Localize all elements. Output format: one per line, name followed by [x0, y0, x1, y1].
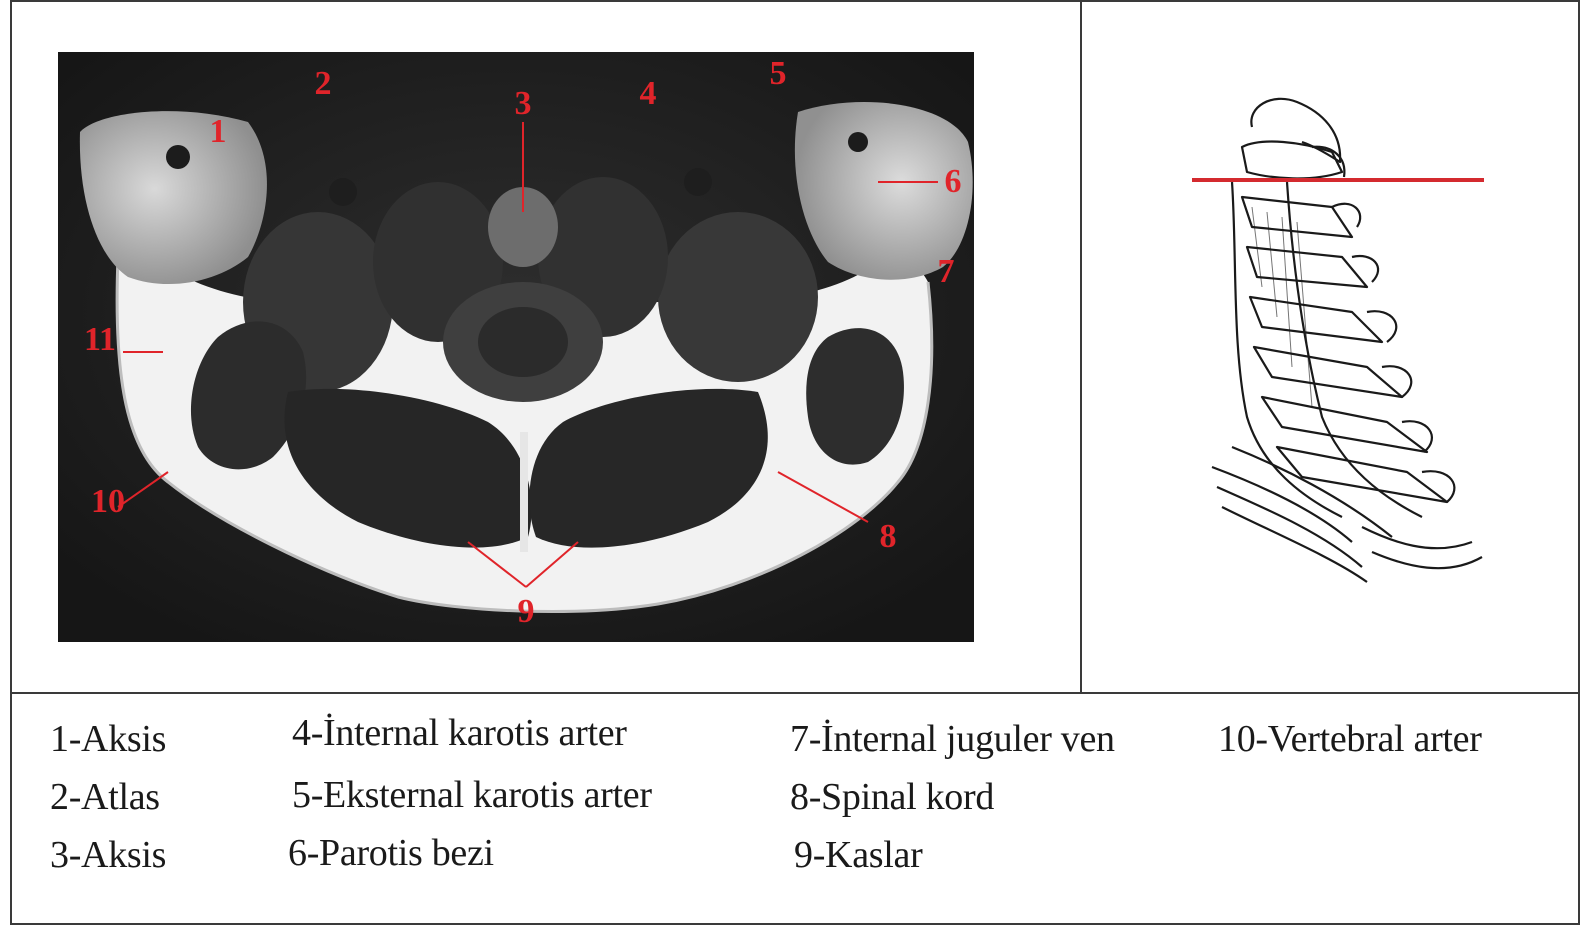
legend-item-7: 7-İnternal juguler ven [790, 720, 1115, 758]
legend-item-8: 8-Spinal kord [790, 778, 994, 816]
marker-8: 8 [880, 518, 897, 555]
marker-10: 10 [91, 483, 125, 520]
legend-item-1: 1-Aksis [50, 720, 166, 758]
cervical-spine-illustration [1192, 87, 1492, 587]
legend-item-4: 4-İnternal karotis arter [292, 714, 627, 752]
marker-2: 2 [315, 65, 332, 102]
vessel-right-2 [684, 168, 712, 196]
legend-item-3: 3-Aksis [50, 836, 166, 874]
marker-5: 5 [770, 55, 787, 92]
nuchal-ligament [520, 432, 528, 552]
vessel-left-2 [329, 178, 357, 206]
marker-11: 11 [84, 321, 116, 358]
marker-7: 7 [938, 253, 955, 290]
legend-item-9: 9-Kaslar [794, 836, 922, 874]
figure-frame: 1 2 3 4 5 6 7 8 9 10 11 [10, 0, 1580, 925]
legend-item-6: 6-Parotis bezi [288, 834, 494, 872]
legend-item-2: 2-Atlas [50, 778, 160, 816]
marker-6: 6 [945, 163, 962, 200]
mri-axial-image: 1 2 3 4 5 6 7 8 9 10 11 [58, 52, 974, 642]
vessel-right [848, 132, 868, 152]
muscle-right-anterior [658, 212, 818, 382]
legend-item-5: 5-Eksternal karotis arter [292, 776, 652, 814]
legend-item-10: 10-Vertebral arter [1218, 720, 1482, 758]
marker-4: 4 [640, 75, 657, 112]
panel-divider-horizontal [12, 692, 1578, 694]
vessel-left [166, 145, 190, 169]
panel-divider-vertical [1080, 2, 1082, 694]
marker-9: 9 [518, 593, 535, 630]
spinal-cord [478, 307, 568, 377]
marker-3: 3 [515, 85, 532, 122]
marker-1: 1 [210, 113, 227, 150]
